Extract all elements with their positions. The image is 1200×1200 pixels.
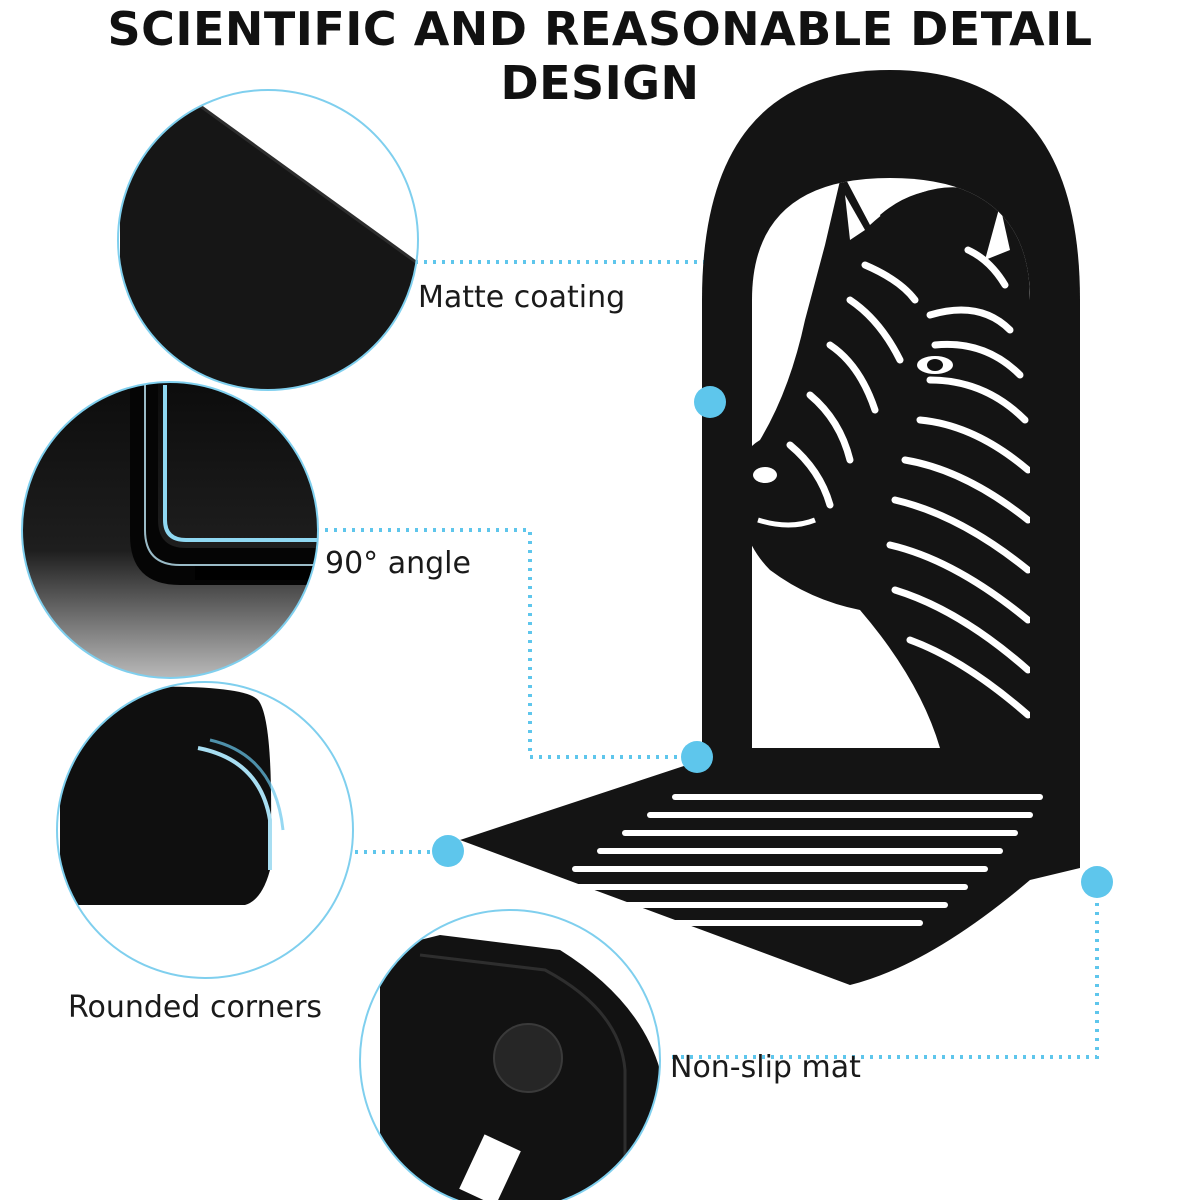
right-angle-detail: [21, 381, 319, 679]
matte-coating-detail: [117, 89, 419, 391]
non-slip-mat-detail: [359, 909, 661, 1200]
rounded-corners-label: Rounded corners: [68, 990, 323, 1025]
matte-coating-label: Matte coating: [418, 280, 626, 315]
non-slip-mat-label: Non-slip mat: [670, 1050, 861, 1085]
zebra-bookend: [460, 70, 1080, 985]
right-angle-label: 90° angle: [325, 546, 471, 581]
callout-dots: [432, 386, 1113, 898]
rounded-corner-detail: [56, 681, 354, 979]
page-title: SCIENTIFIC AND REASONABLE DETAIL DESIGN: [107, 2, 1093, 110]
